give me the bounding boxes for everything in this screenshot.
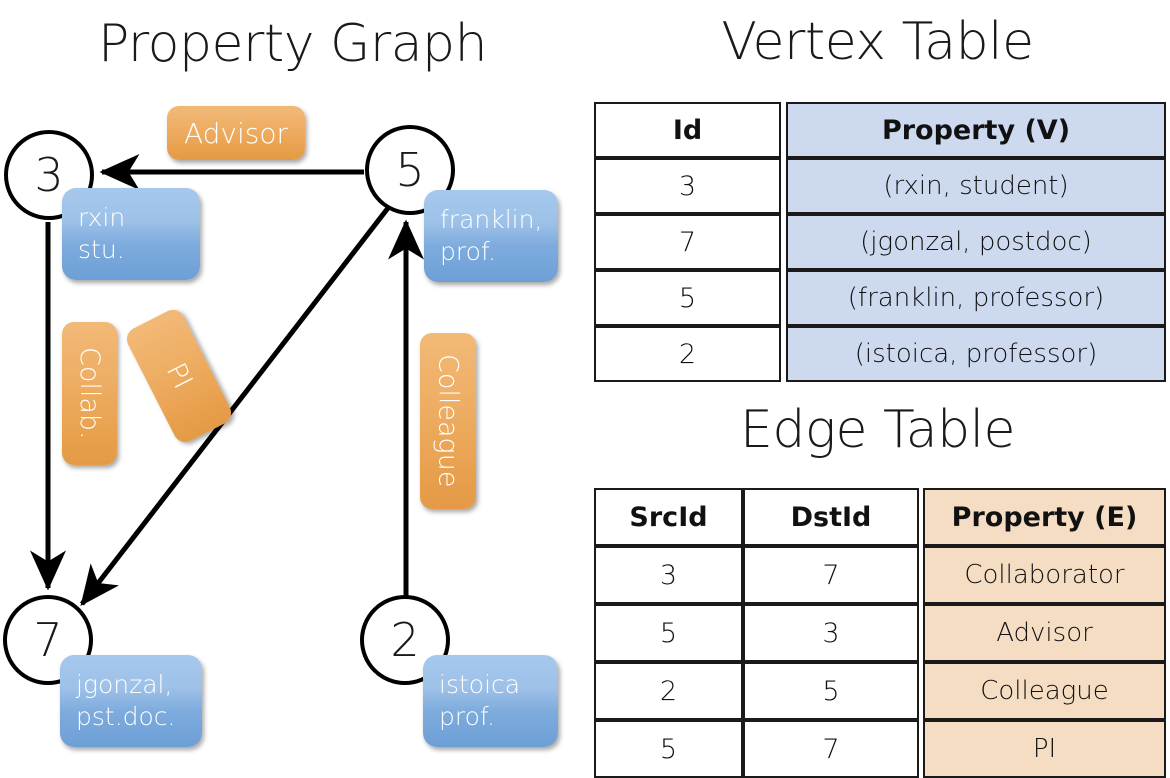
graph-node-5[interactable]: 5 <box>365 125 455 215</box>
vertex-table-col-id: Id <box>594 102 781 158</box>
edge-row-1-dst: 3 <box>743 604 919 662</box>
vertex-property-callout-3-line1: rxin <box>78 203 126 232</box>
edge-row-0-dst: 7 <box>743 546 919 604</box>
page-title-property-graph: Property Graph <box>97 14 488 74</box>
edge-table-column-gap <box>919 488 923 546</box>
edge-row-2-property: Colleague <box>923 662 1166 720</box>
table-row[interactable]: 2 (istoica, professor) <box>594 326 1166 382</box>
vertex-table-column-gap <box>781 270 786 326</box>
edge-property-callout-advisor: Advisor <box>167 106 305 160</box>
vertex-row-2-property: (franklin, professor) <box>786 270 1166 326</box>
edge-table-col-dstid: DstId <box>743 488 919 546</box>
vertex-table-column-gap <box>781 326 786 382</box>
table-row[interactable]: 5 7 PI <box>594 720 1166 778</box>
table-row[interactable]: 5 3 Advisor <box>594 604 1166 662</box>
vertex-property-callout-5: franklin, prof. <box>424 190 558 282</box>
vertex-row-0-id: 3 <box>594 158 781 214</box>
graph-edge-lines <box>29 153 425 606</box>
graph-node-2[interactable]: 2 <box>360 595 450 685</box>
edge-line-5-to-7 <box>80 206 390 606</box>
edge-table-col-srcid: SrcId <box>594 488 743 546</box>
table-row[interactable]: 7 (jgonzal, postdoc) <box>594 214 1166 270</box>
edge-table-column-gap <box>919 604 923 662</box>
edge-table-column-gap <box>919 720 923 778</box>
vertex-row-3-id: 2 <box>594 326 781 382</box>
edge-property-callout-pi-label: PI <box>159 358 199 394</box>
edge-row-0-property: Collaborator <box>923 546 1166 604</box>
vertex-table-column-gap <box>781 158 786 214</box>
graph-node-2-label: 2 <box>390 613 420 667</box>
graph-node-7-label: 7 <box>33 613 63 667</box>
vertex-property-callout-5-line1: franklin, <box>440 205 543 234</box>
graph-node-5-label: 5 <box>395 143 425 197</box>
vertex-property-callout-5-line2: prof. <box>440 237 496 266</box>
edge-table-col-property: Property (E) <box>923 488 1166 546</box>
page-title-vertex-table: Vertex Table <box>721 12 1034 72</box>
table-row[interactable]: 3 (rxin, student) <box>594 158 1166 214</box>
vertex-row-1-property: (jgonzal, postdoc) <box>786 214 1166 270</box>
table-row[interactable]: 2 5 Colleague <box>594 662 1166 720</box>
vertex-property-callout-7-line2: pst.doc. <box>76 702 176 731</box>
edge-row-3-src: 5 <box>594 720 743 778</box>
edge-property-callout-colleague-label: Colleague <box>432 354 464 488</box>
edge-property-callout-colleague: Colleague <box>420 333 476 509</box>
vertex-row-2-id: 5 <box>594 270 781 326</box>
page-title-edge-table: Edge Table <box>739 400 1016 460</box>
vertex-row-0-property: (rxin, student) <box>786 158 1166 214</box>
vertex-table-col-property: Property (V) <box>786 102 1166 158</box>
edge-row-2-dst: 5 <box>743 662 919 720</box>
edge-row-2-src: 2 <box>594 662 743 720</box>
vertex-table-column-gap <box>781 102 786 158</box>
edge-table: SrcId DstId Property (E) 3 7 Collaborato… <box>594 488 1166 778</box>
vertex-property-callout-7-line1: jgonzal, <box>76 670 173 699</box>
edge-row-3-dst: 7 <box>743 720 919 778</box>
edge-property-callout-advisor-label: Advisor <box>183 116 288 150</box>
edge-row-1-src: 5 <box>594 604 743 662</box>
edge-table-header-row: SrcId DstId Property (E) <box>594 488 1166 546</box>
vertex-property-callout-7: jgonzal, pst.doc. <box>60 655 202 747</box>
vertex-table-column-gap <box>781 214 786 270</box>
vertex-property-callout-2-line1: istoica <box>439 670 521 699</box>
property-graph-diagram: 3 5 7 2 rxin stu. franklin, prof. jgonza… <box>0 0 585 760</box>
edge-property-callout-collab: Collab. <box>62 322 117 465</box>
graph-node-3-label: 3 <box>34 148 64 202</box>
vertex-table-header-row: Id Property (V) <box>594 102 1166 158</box>
edge-property-callout-collab-label: Collab. <box>74 347 105 440</box>
vertex-row-1-id: 7 <box>594 214 781 270</box>
edge-table-column-gap <box>919 546 923 604</box>
vertex-property-callout-2-line2: prof. <box>439 702 495 731</box>
edge-row-3-property: PI <box>923 720 1166 778</box>
edge-table-column-gap <box>919 662 923 720</box>
edge-row-1-property: Advisor <box>923 604 1166 662</box>
vertex-property-callout-2: istoica prof. <box>423 655 558 747</box>
vertex-property-callout-3-line2: stu. <box>78 235 125 264</box>
vertex-property-callout-3: rxin stu. <box>62 188 200 280</box>
edge-row-0-src: 3 <box>594 546 743 604</box>
vertex-table: Id Property (V) 3 (rxin, student) 7 (jgo… <box>594 102 1166 382</box>
table-row[interactable]: 3 7 Collaborator <box>594 546 1166 604</box>
table-row[interactable]: 5 (franklin, professor) <box>594 270 1166 326</box>
vertex-row-3-property: (istoica, professor) <box>786 326 1166 382</box>
